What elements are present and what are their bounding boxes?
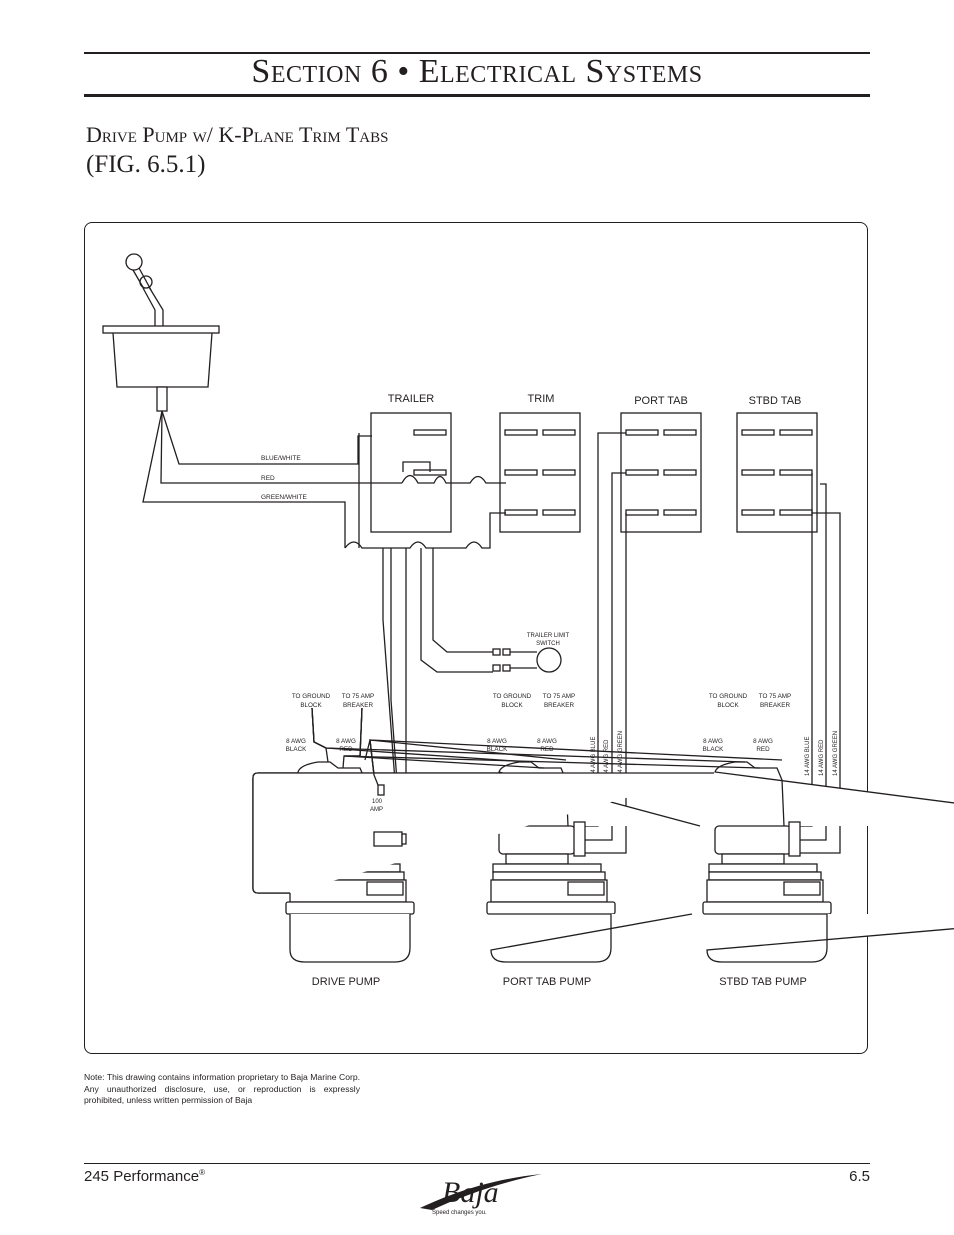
ground-block-label-2: BLOCK <box>501 702 523 709</box>
port-wire-green: 14 AWG GREEN <box>618 731 624 776</box>
awg-red-label-2: RED <box>756 746 770 753</box>
fuse-100-amp: 100 AMP <box>370 784 407 847</box>
breaker-label-1: TO 75 AMP <box>543 693 575 700</box>
breaker-label-1: TO 75 AMP <box>342 693 374 700</box>
handle-harness <box>142 410 402 548</box>
drive-pump-label: DRIVE PUMP <box>312 976 380 988</box>
awg-black-label-1: 8 AWG <box>703 738 723 745</box>
page-number: 6.5 <box>849 1168 870 1185</box>
wire-label-blue-white: BLUE/WHITE <box>261 455 301 462</box>
proprietary-note: Note: This drawing contains information … <box>84 1072 360 1105</box>
ground-block-label-1: TO GROUND <box>292 693 331 700</box>
header-bottom-rule <box>84 94 870 97</box>
awg-black-label-2: BLACK <box>703 746 724 753</box>
breaker-label-1: TO 75 AMP <box>759 693 791 700</box>
limit-switch-label-2: SWITCH <box>536 641 560 647</box>
awg-black-label-1: 8 AWG <box>487 738 507 745</box>
ground-block-label-2: BLOCK <box>300 702 322 709</box>
model-name: 245 Performance <box>84 1168 200 1185</box>
stbd-wire-red: 14 AWG RED <box>819 739 825 776</box>
stbd-wire-green: 14 AWG GREEN <box>833 731 839 776</box>
awg-red-label-1: 8 AWG <box>336 738 356 745</box>
wire-label-green-white: GREEN/WHITE <box>261 494 308 501</box>
awg-black-label-1: 8 AWG <box>286 738 306 745</box>
wire-label-red: RED <box>261 475 275 482</box>
switch-label-stbd-tab: STBD TAB <box>749 395 802 407</box>
port-pump-terminal <box>573 821 586 857</box>
switch-trailer: TRAILER <box>370 393 452 533</box>
header-top-rule <box>84 52 870 54</box>
stbd-wire-blue: 14 AWG BLUE <box>805 737 811 776</box>
switch-terminals <box>413 429 813 516</box>
diagram-subtitle: Drive Pump w/ K-Plane Trim Tabs <box>86 122 389 147</box>
switch-label-trailer: TRAILER <box>388 393 435 405</box>
stbd-tab-pump-label: STBD TAB PUMP <box>719 976 807 988</box>
breaker-label-2: BREAKER <box>760 702 791 709</box>
control-handle <box>102 253 220 412</box>
switch-label-port-tab: PORT TAB <box>634 395 688 407</box>
baja-logo: Baja Speed changes you. <box>420 1174 542 1216</box>
awg-black-label-2: BLACK <box>286 746 307 753</box>
awg-red-label-1: 8 AWG <box>753 738 773 745</box>
diagram-frame <box>84 222 868 1054</box>
footer-model: 245 Performance® <box>84 1168 205 1185</box>
switch-label-trim: TRIM <box>528 393 555 405</box>
switch-trim: TRIM <box>499 393 581 533</box>
registered-mark: ® <box>199 1168 205 1177</box>
stbd-pump-terminal <box>788 821 801 857</box>
breaker-label-2: BREAKER <box>343 702 374 709</box>
fuse-label-100: 100 <box>372 799 383 805</box>
limit-switch-label-1: TRAILER LIMIT <box>527 633 570 639</box>
section-title: Section 6 • Electrical Systems <box>251 53 703 90</box>
switch-stbd-tab: STBD TAB <box>736 395 818 533</box>
logo-text: Baja <box>442 1176 499 1209</box>
figure-number: (FIG. 6.5.1) <box>86 151 206 178</box>
awg-red-label-2: RED <box>540 746 554 753</box>
awg-black-label-2: BLACK <box>487 746 508 753</box>
port-wire-blue: 14 AWG BLUE <box>591 737 597 776</box>
fuse-label-amp: AMP <box>370 807 383 813</box>
ground-block-label-1: TO GROUND <box>493 693 532 700</box>
logo-tagline: Speed changes you. <box>432 1210 487 1216</box>
footer-rule <box>84 1163 870 1164</box>
port-tab-pump-label: PORT TAB PUMP <box>503 976 591 988</box>
ground-block-label-1: TO GROUND <box>709 693 748 700</box>
awg-red-label-1: 8 AWG <box>537 738 557 745</box>
trailer-limit-switch: TRAILER LIMIT SWITCH <box>492 633 570 673</box>
breaker-label-2: BREAKER <box>544 702 575 709</box>
ground-block-label-2: BLOCK <box>717 702 739 709</box>
